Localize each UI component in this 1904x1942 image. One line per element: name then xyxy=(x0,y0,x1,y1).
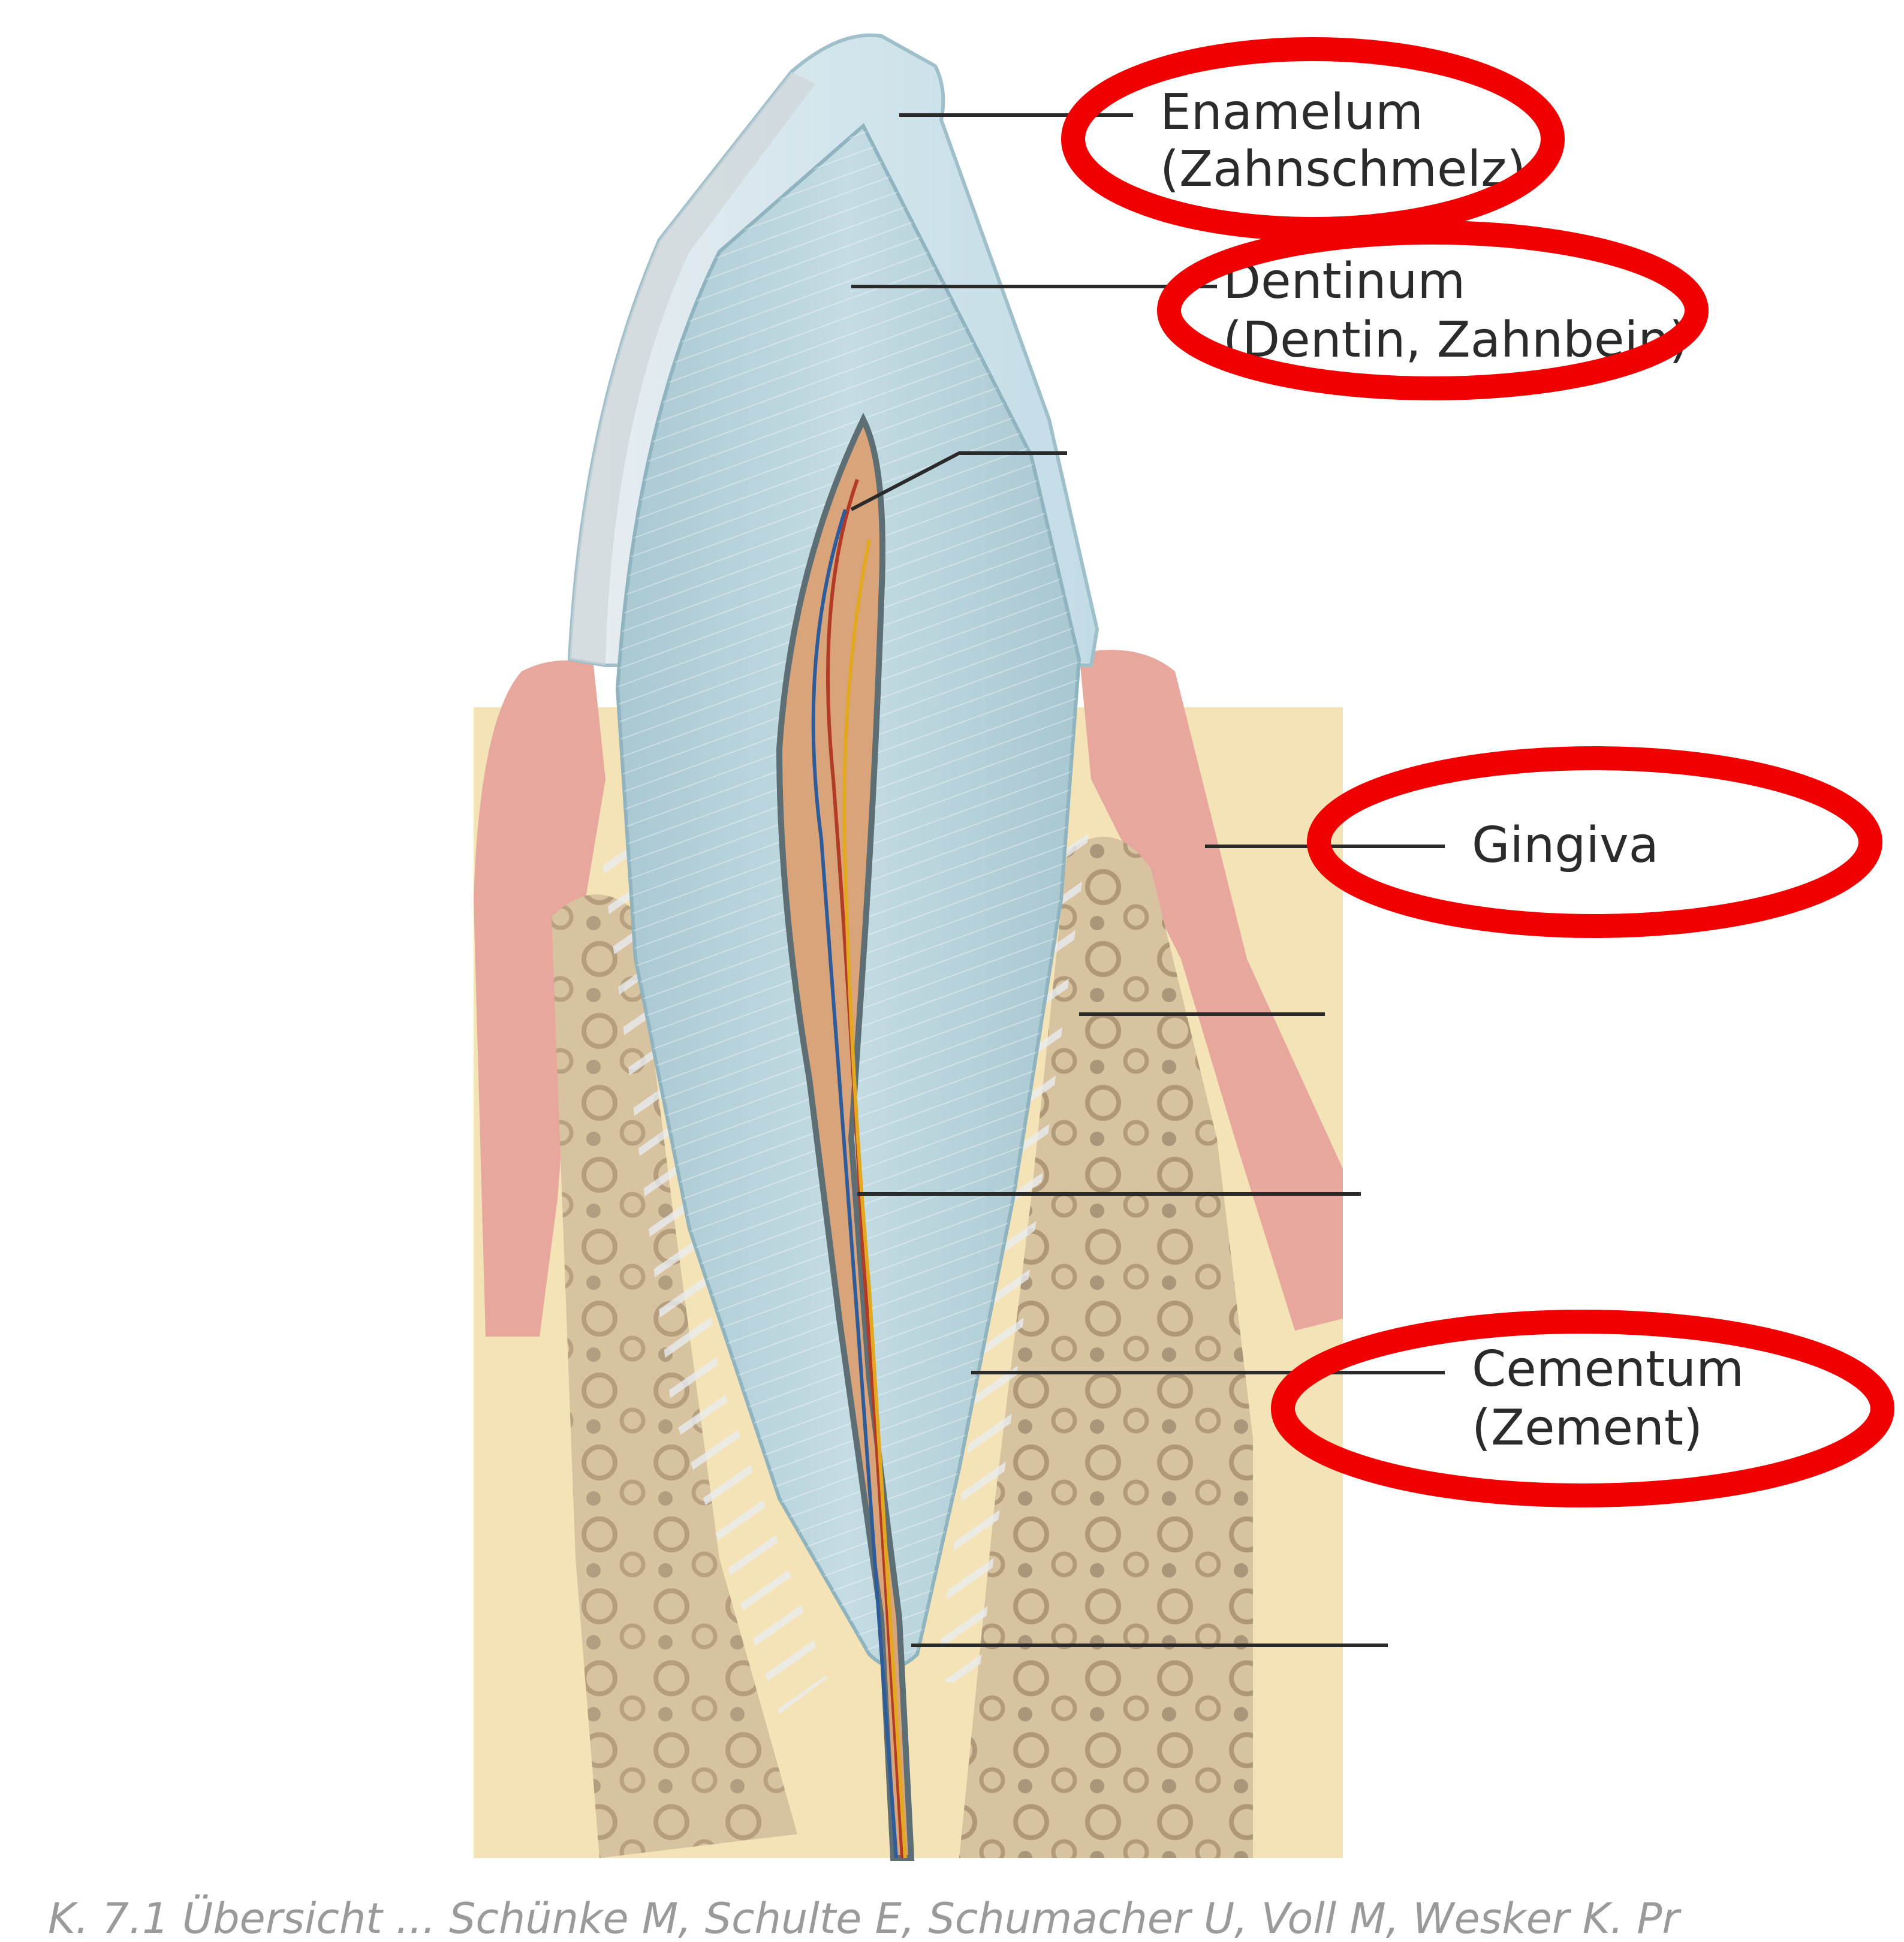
label-gingiva: Gingiva xyxy=(1472,817,1659,874)
gingiva-right xyxy=(1079,650,1343,1331)
highlight-circle-gingiva xyxy=(1307,746,1882,938)
gingiva-left xyxy=(474,661,605,1337)
pulp-vessels xyxy=(811,479,907,1859)
label-cementum: Cementum xyxy=(1472,1341,1744,1398)
label-enamelum: Enamelum xyxy=(1160,84,1423,141)
leader-pulp xyxy=(850,451,1067,511)
label-enamelum-sub: (Zahnschmelz) xyxy=(1160,141,1526,198)
periodontal-ligament-right xyxy=(935,809,1091,1690)
highlight-circle-cementum xyxy=(1271,1310,1894,1507)
leader-lines xyxy=(850,113,1445,1647)
figure-caption: K. 7.1 Übersicht ... Schünke M, Schulte … xyxy=(48,1894,1682,1942)
label-cementum-sub: (Zement) xyxy=(1472,1400,1703,1456)
spongy-bone-right xyxy=(959,837,1253,1858)
highlight-circle-dentinum xyxy=(1157,221,1709,400)
enamel-outer-shadow xyxy=(570,72,815,665)
